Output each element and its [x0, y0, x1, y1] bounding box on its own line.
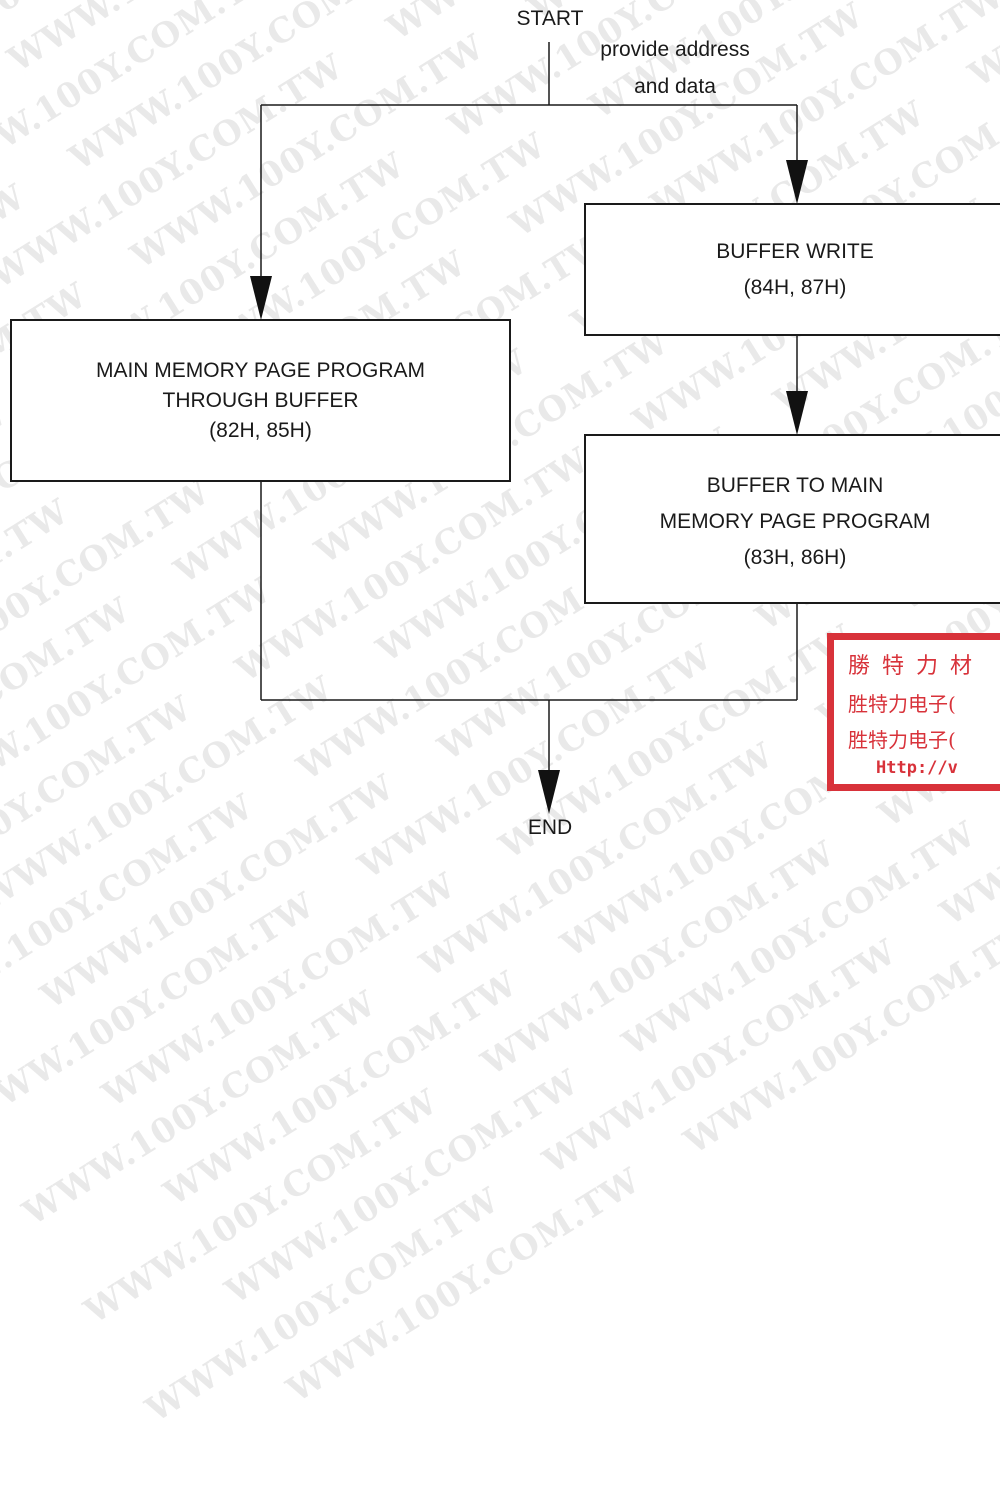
company-stamp: 勝特力材 胜特力电子( 胜特力电子( Http://v [827, 633, 1000, 791]
buffer-to-main-subtitle: MEMORY PAGE PROGRAM [659, 510, 931, 533]
watermark-text: WWW.100Y.COM.TW [139, 1180, 507, 1431]
buffer-to-main-title: BUFFER TO MAIN [706, 474, 884, 497]
stamp-line-1: 勝特力材 [848, 654, 985, 679]
flowchart-lines [10, 42, 1000, 814]
watermark-text: WWW.100Y.COM.TW [157, 963, 525, 1215]
arrowhead-buffer-to-main [786, 391, 808, 435]
watermark-text: WWW.100Y.COM.TW [16, 983, 384, 1234]
end-label: END [527, 816, 573, 839]
main-program-text: MAIN MEMORY PAGE PROGRAM THROUGH BUFFER … [11, 320, 510, 481]
stamp-line-3: 胜特力电子( [848, 728, 956, 752]
buffer-to-main-text: BUFFER TO MAIN MEMORY PAGE PROGRAM (83H,… [585, 435, 1000, 603]
watermark-text: WWW.100Y.COM.TW [615, 813, 984, 1065]
watermark-text: WWW.100Y.COM.TW [474, 833, 843, 1084]
edge-label-provide-address: provide address [600, 38, 750, 61]
buffer-write-title: BUFFER WRITE [716, 239, 874, 263]
main-program-opcodes: (82H, 85H) [209, 418, 312, 442]
watermark-text: WWW.100Y.COM.TW [95, 865, 464, 1116]
arrowhead-buffer-write [786, 160, 808, 204]
watermark-text: WWW.100Y.COM.TW [677, 912, 1000, 1163]
stamp-url: Http://v [876, 758, 958, 778]
edge-label-and-data: and data [634, 75, 716, 98]
buffer-to-main-box [584, 434, 1000, 604]
watermark-text: WWW.100Y.COM.TW [0, 884, 323, 1136]
buffer-to-main-opcodes: (83H, 86H) [743, 546, 847, 569]
start-label: START [516, 7, 584, 30]
main-program-title: MAIN MEMORY PAGE PROGRAM [95, 358, 426, 382]
watermark-text: WWW.100Y.COM.TW [77, 1081, 446, 1333]
stamp-line-2: 胜特力电子( [848, 692, 956, 716]
main-program-subtitle: THROUGH BUFFER [162, 388, 359, 412]
arrowhead-end [538, 770, 560, 814]
buffer-write-opcodes: (84H, 87H) [743, 275, 847, 299]
arrowhead-main-program [250, 276, 272, 320]
main-program-box [10, 319, 511, 482]
watermark-text: WWW.100Y.COM.TW [536, 931, 904, 1183]
watermark-text: WWW.100Y.COM.TW [280, 1160, 648, 1411]
watermark-text: WWW.100Y.COM.TW [218, 1062, 587, 1313]
buffer-write-text: BUFFER WRITE (84H, 87H) [585, 204, 1000, 335]
buffer-write-box [584, 203, 1000, 336]
